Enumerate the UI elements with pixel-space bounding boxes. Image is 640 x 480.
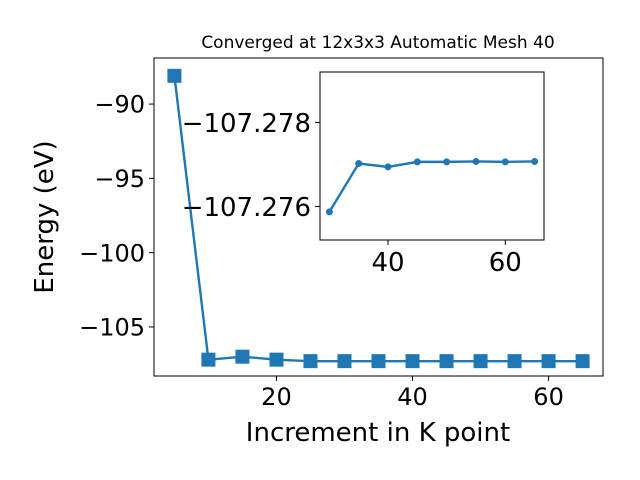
- main-data-point: [201, 352, 216, 367]
- inset-data-point: [443, 158, 451, 166]
- main-y-tick-label: −100: [79, 239, 145, 267]
- inset-y-axis: −107.278 −107.276: [182, 109, 320, 223]
- main-data-point: [303, 354, 318, 369]
- main-data-point: [371, 354, 386, 369]
- x-axis-label: Increment in K point: [246, 418, 510, 448]
- main-x-axis: 20 40 60: [261, 376, 564, 411]
- main-data-point: [439, 354, 454, 369]
- main-data-point: [167, 68, 182, 83]
- main-data-point: [507, 354, 522, 369]
- inset-data-point: [472, 157, 480, 165]
- main-series: [167, 68, 590, 369]
- main-y-tick-label: −95: [94, 165, 145, 193]
- inset-series: [325, 157, 539, 216]
- inset-x-axis: 40 60: [371, 240, 522, 278]
- main-y-tick-label: −90: [94, 91, 145, 119]
- main-data-point: [405, 354, 420, 369]
- inset-data-point: [531, 157, 539, 165]
- inset-series-line: [328, 160, 535, 213]
- inset-plot-frame: [319, 71, 545, 241]
- inset-x-tick-label: 60: [489, 248, 522, 278]
- main-data-point: [473, 354, 488, 369]
- inset-data-point: [355, 160, 363, 168]
- main-plot-frame: [153, 57, 604, 377]
- inset-y-tick-label: −107.276: [182, 193, 311, 223]
- main-data-point: [575, 354, 590, 369]
- inset-data-point: [325, 208, 333, 216]
- y-axis-label: Energy (eV): [30, 140, 60, 293]
- main-y-tick-label: −105: [79, 314, 145, 342]
- main-x-tick-label: 60: [533, 383, 564, 411]
- inset-data-point: [501, 158, 509, 166]
- main-data-point: [541, 354, 556, 369]
- inset-data-point: [384, 163, 392, 171]
- inset-y-tick-label: −107.278: [182, 109, 311, 139]
- main-data-point: [235, 349, 250, 364]
- inset-x-tick-label: 40: [371, 248, 404, 278]
- main-plot: 20 40 60 −90 −95 −100 −105: [79, 57, 604, 411]
- main-y-axis: −90 −95 −100 −105: [79, 91, 154, 342]
- inset-data-point: [413, 158, 421, 166]
- main-x-tick-label: 40: [397, 383, 428, 411]
- chart-title: Converged at 12x3x3 Automatic Mesh 40: [201, 33, 554, 53]
- main-data-point: [269, 352, 284, 367]
- main-x-tick-label: 20: [261, 383, 292, 411]
- inset-plot: 40 60 −107.278 −107.276: [182, 71, 545, 278]
- main-data-point: [337, 354, 352, 369]
